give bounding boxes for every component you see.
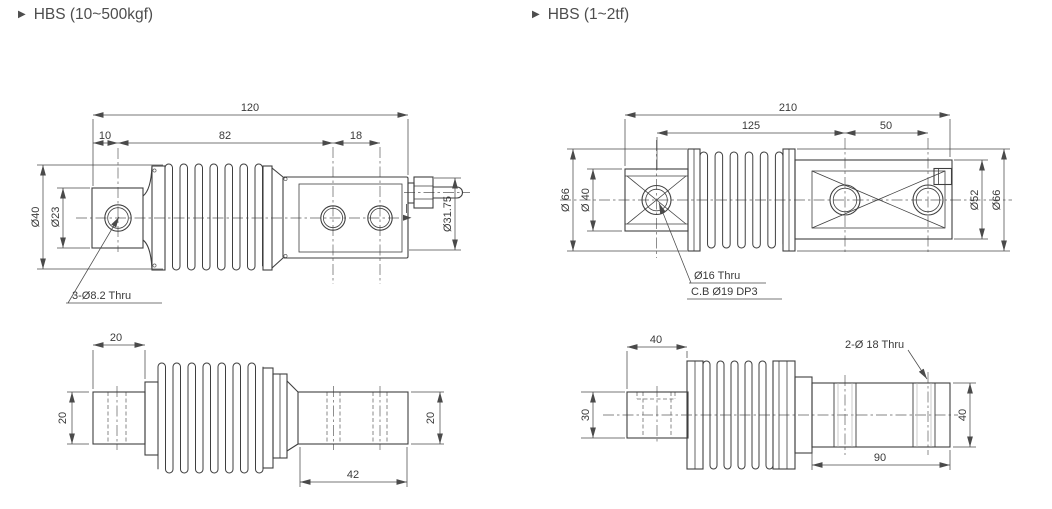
- left-boss-hole-inner: [107, 207, 129, 229]
- right-top-view: [560, 138, 1012, 258]
- dim-bellows-dia-right: Ø66: [991, 190, 1003, 211]
- right-bottom-view: [603, 360, 958, 470]
- left-top-dim-text: 120 10 82 18 Ø40 Ø23 Ø31.75 3-Ø8.2 Thru: [30, 102, 454, 302]
- dim-boss-length: 20: [110, 332, 122, 344]
- dim-boss-offset: 10: [99, 130, 111, 142]
- right-title-marker-icon: ▶: [532, 9, 540, 20]
- left-body-hole-1-inner: [322, 207, 343, 228]
- dim-hole-pitch-right: 50: [880, 120, 892, 132]
- dim-body-length: 42: [347, 469, 359, 481]
- left-body-hole-2-inner: [369, 207, 390, 228]
- note-mounting-holes: 3-Ø8.2 Thru: [72, 290, 131, 302]
- dim-body-dia-right: Ø52: [969, 190, 981, 211]
- dim-center-span-right: 125: [742, 120, 760, 132]
- note-hole-line2: C.B Ø19 DP3: [691, 286, 758, 298]
- left-boss-hole-outer: [104, 204, 132, 232]
- right-top-dim-text: 210 125 50 Ø 66 Ø 40 Ø52 Ø66 Ø16 Thru C.…: [560, 102, 1003, 298]
- dim-body-width: 20: [425, 412, 437, 424]
- left-title-text: HBS (10~500kgf): [33, 6, 154, 23]
- left-panel-title: ▶ HBS (10~500kgf): [18, 6, 153, 24]
- right-body-hole-2-outer: [912, 184, 944, 216]
- right-body-hole-1-outer: [829, 184, 861, 216]
- dim-hole-pitch: 18: [350, 130, 362, 142]
- right-bottom-boss: [626, 391, 689, 439]
- right-body-outline: [794, 159, 953, 240]
- left-top-view: [76, 147, 470, 284]
- right-bottom-body: [811, 382, 951, 448]
- left-cable-gland: [407, 176, 463, 209]
- dim-boss-dia-right: Ø 40: [580, 188, 592, 212]
- right-boss-hole-inner: [645, 188, 668, 212]
- dim-boss-length-right: 40: [650, 334, 662, 346]
- right-bottom-centerlines: [603, 372, 958, 455]
- dim-body-width-right: 40: [957, 409, 969, 421]
- right-top-centerlines: [560, 138, 1012, 258]
- right-boss-hole-outer: [641, 184, 672, 216]
- right-body-inner: [811, 170, 946, 229]
- left-bottom-view: [92, 362, 409, 474]
- right-panel-title: ▶ HBS (1~2tf): [532, 6, 629, 24]
- note-mounting-holes-right: 2-Ø 18 Thru: [845, 339, 904, 351]
- right-top-dimensions: [567, 112, 1010, 300]
- dim-boss-width-right: 30: [580, 409, 592, 421]
- dim-bellows-dia: Ø40: [30, 207, 42, 228]
- left-body-inner: [298, 183, 403, 253]
- note-hole-line1: Ø16 Thru: [694, 270, 740, 282]
- dim-boss-dia: Ø23: [50, 207, 62, 228]
- right-title-text: HBS (1~2tf): [547, 6, 630, 23]
- left-top-centerlines: [76, 147, 470, 284]
- left-bottom-flange: [144, 381, 159, 456]
- right-body-hole-2-inner: [915, 187, 941, 213]
- right-bottom-bellows: [702, 360, 774, 470]
- dim-boss-width: 20: [57, 412, 69, 424]
- right-bellows: [699, 151, 784, 249]
- right-bottom-hidden-lines: [636, 392, 676, 438]
- dim-bellows-dia-left: Ø 66: [560, 188, 572, 212]
- left-body-hole-2-outer: [367, 205, 393, 231]
- right-body-hole-1-inner: [832, 187, 858, 213]
- right-bottom-holes: [833, 383, 936, 447]
- left-bottom-centerlines: [116, 386, 381, 450]
- left-title-marker-icon: ▶: [18, 9, 26, 20]
- dim-body-length-right: 90: [874, 452, 886, 464]
- left-bottom-dimensions: [67, 342, 444, 487]
- left-bottom-bellows: [157, 362, 264, 474]
- dim-overall-length: 120: [241, 102, 259, 114]
- left-bottom-hidden-lines: [107, 392, 388, 444]
- dim-center-span: 82: [219, 130, 231, 142]
- left-top-dimensions: [37, 112, 461, 304]
- left-bottom-body: [297, 391, 409, 445]
- left-body-hole-1-outer: [320, 205, 346, 231]
- left-bellows-collar: [262, 165, 273, 271]
- right-connector-box: [933, 167, 953, 186]
- dim-overall-length-right: 210: [779, 102, 797, 114]
- left-bottom-dim-text: 20 20 20 42: [57, 332, 437, 481]
- left-centerline-arrow: [403, 214, 412, 221]
- dim-body-dia: Ø31.75: [442, 196, 454, 232]
- left-bottom-boss: [92, 391, 146, 445]
- right-bottom-dimensions: [581, 344, 976, 470]
- right-bottom-dim-text: 40 30 2-Ø 18 Thru 40 90: [580, 334, 969, 464]
- left-bellows: [164, 163, 263, 271]
- left-boss-outline: [91, 187, 144, 249]
